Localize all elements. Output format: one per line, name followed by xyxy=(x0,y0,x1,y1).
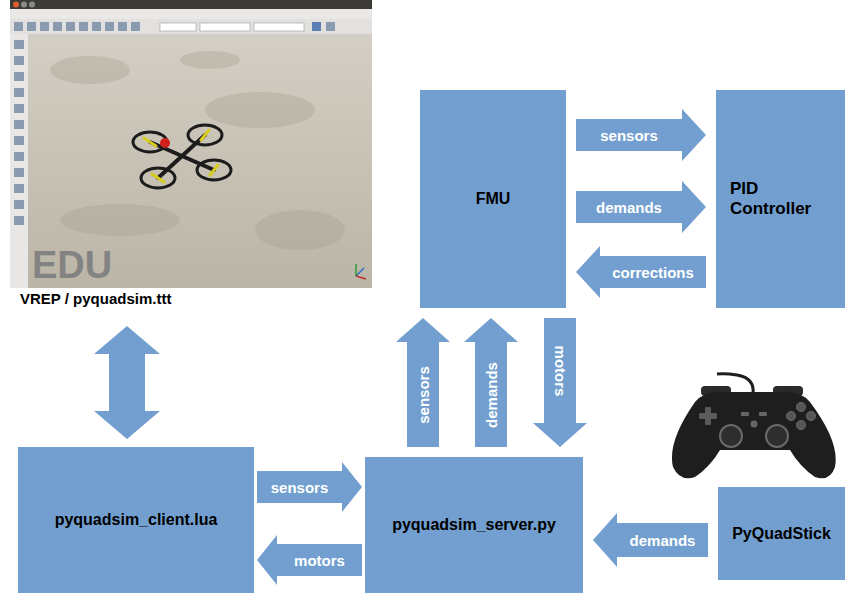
quadcopter-model xyxy=(133,125,231,188)
vrep-screenshot xyxy=(10,0,372,288)
process-box: PID Controller xyxy=(716,90,845,308)
box-label: PyQuadStick xyxy=(732,524,831,543)
arrow-label: corrections xyxy=(612,265,694,280)
process-box: FMU xyxy=(420,90,566,308)
block-arrow xyxy=(396,318,450,447)
block-arrow xyxy=(533,318,587,447)
gamepad-picture xyxy=(672,374,836,479)
axis-gizmo xyxy=(356,264,366,279)
process-box: pyquadsim_server.py xyxy=(365,457,583,593)
block-arrow xyxy=(576,181,706,233)
box-label: VREP / pyquadsim.ttt xyxy=(20,290,171,308)
arrow-label: demands xyxy=(484,362,499,428)
screenshot-frame: VREP / pyquadsim.ttt xyxy=(10,0,372,318)
arrow-label: motors xyxy=(553,345,568,396)
block-arrow xyxy=(94,326,160,439)
block-arrow xyxy=(576,109,706,161)
box-label: pyquadsim_client.lua xyxy=(55,510,218,529)
watermark-text: EDU xyxy=(32,244,112,287)
process-box: pyquadsim_client.lua xyxy=(18,447,254,593)
block-arrow xyxy=(257,535,362,585)
block-arrow xyxy=(464,318,518,447)
arrow-label: sensors xyxy=(416,366,431,424)
box-label: FMU xyxy=(476,189,511,208)
arrow-label: motors xyxy=(294,553,345,568)
arrow-label: demands xyxy=(630,533,696,548)
arrow-label: sensors xyxy=(271,480,329,495)
arrow-label: sensors xyxy=(600,128,658,143)
box-label: PID Controller xyxy=(730,179,831,220)
block-arrow xyxy=(593,513,708,567)
box-label: pyquadsim_server.py xyxy=(392,515,556,534)
block-arrow xyxy=(576,246,706,298)
process-box: PyQuadStick xyxy=(718,487,845,580)
block-arrow xyxy=(257,462,362,512)
arrow-label: demands xyxy=(596,200,662,215)
